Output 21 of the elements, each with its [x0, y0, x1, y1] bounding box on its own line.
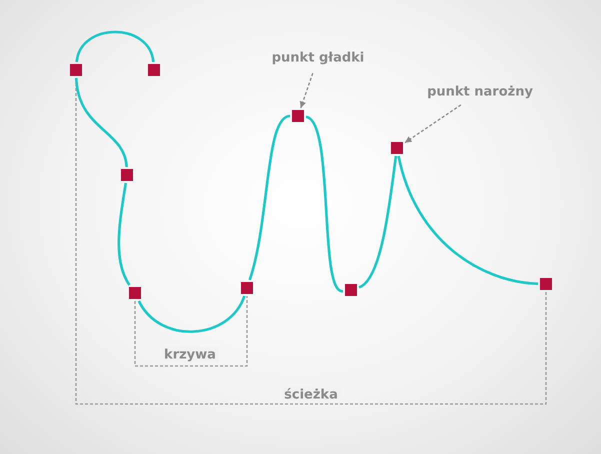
- callout-label: punkt narożny: [427, 84, 533, 100]
- leader-line: [300, 72, 314, 108]
- curve-segment: [248, 114, 290, 280]
- curve-segment: [118, 182, 131, 286]
- anchor-point: [391, 142, 403, 154]
- anchor-point: [121, 169, 133, 181]
- leader-line: [404, 104, 462, 144]
- curve-segment: [358, 156, 398, 289]
- curve-segment: [74, 78, 128, 168]
- anchor-point: [241, 282, 253, 294]
- anchor-point: [540, 278, 552, 290]
- curve-segment: [138, 295, 246, 333]
- callout-label: punkt gładki: [272, 50, 364, 66]
- curve-segment: [397, 156, 538, 286]
- curve-segment: [75, 30, 155, 62]
- anchor-point: [129, 287, 141, 299]
- anchor-point: [70, 64, 82, 76]
- anchor-point: [292, 110, 304, 122]
- anchor-point: [148, 64, 160, 76]
- anchor-point: [345, 284, 357, 296]
- curve-segment: [305, 116, 344, 292]
